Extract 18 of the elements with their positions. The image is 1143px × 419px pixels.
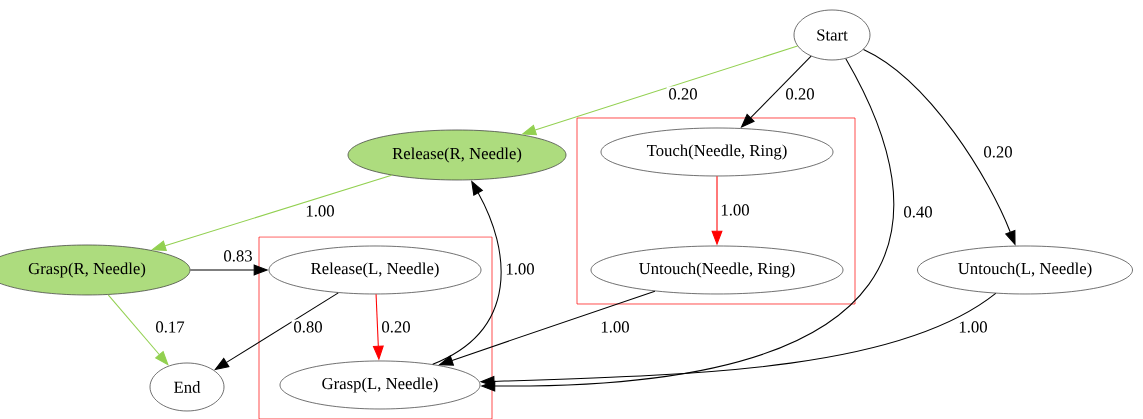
cluster-box xyxy=(258,236,493,419)
edge-label: 0.20 xyxy=(379,319,413,335)
edge-label: 0.40 xyxy=(901,204,935,220)
arrow xyxy=(432,180,502,365)
edge-label: 1.00 xyxy=(303,203,337,219)
edge-label: 0.20 xyxy=(981,144,1015,160)
edge-label: 0.20 xyxy=(666,86,700,102)
arrow xyxy=(107,294,169,366)
edge-label: 0.80 xyxy=(291,319,325,335)
edge-label: 0.20 xyxy=(783,86,817,102)
arrow xyxy=(151,174,393,251)
edge-label: 1.00 xyxy=(503,261,537,277)
edge-label: 0.83 xyxy=(221,248,255,264)
edge-label: 0.17 xyxy=(153,319,187,335)
edge-label: 1.00 xyxy=(718,202,752,218)
edge-label: 1.00 xyxy=(956,319,990,335)
cluster-box xyxy=(576,117,856,305)
edge-label: 1.00 xyxy=(598,319,632,335)
